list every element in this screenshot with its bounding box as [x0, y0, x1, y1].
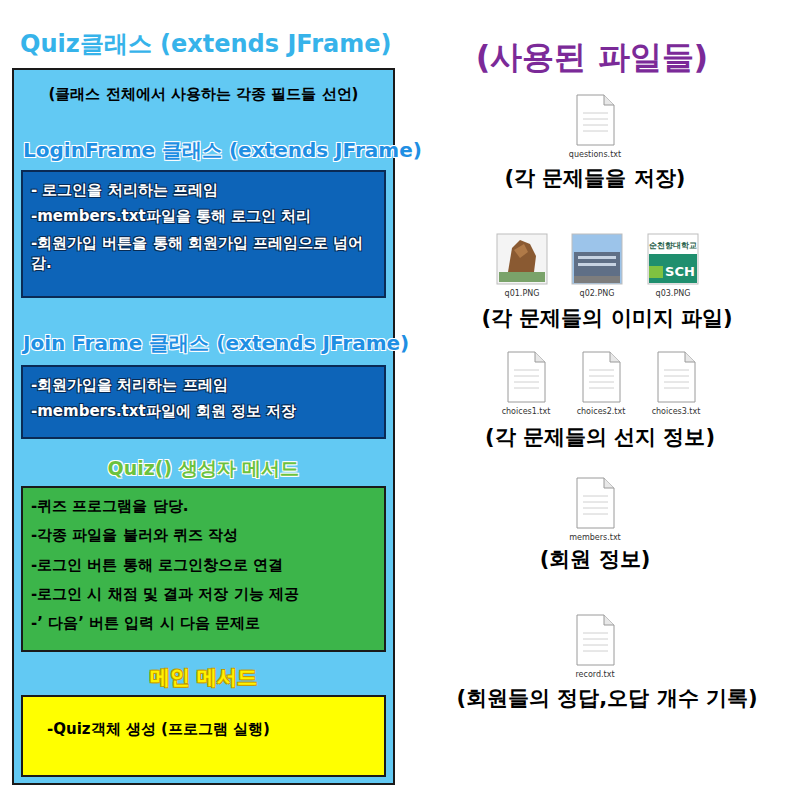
body-line: -로그인 버튼 통해 로그인창으로 연결: [31, 555, 376, 575]
txt-file-icon: [583, 352, 620, 402]
txt-file-icon: [508, 352, 545, 402]
body-line: -퀴즈 프로그램을 담당.: [31, 496, 376, 516]
image-thumb: [572, 234, 622, 284]
file-name: choices1.txt: [502, 407, 551, 416]
class-panel: Quiz클래스 (extends JFrame)(클래스 전체에서 사용하는 각…: [12, 68, 395, 785]
file-name: q02.PNG: [580, 289, 615, 298]
file-caption: (각 문제들의 선지 정보): [485, 423, 715, 451]
file-caption: (각 문제들을 저장): [505, 164, 686, 192]
body-line: -Quiz객체 생성 (프로그램 실행): [47, 719, 360, 739]
file-caption: (회원들의 정답,오답 개수 기록): [456, 684, 757, 712]
file-name: members.txt: [569, 533, 621, 542]
body-line: - 로그인을 처리하는 프레임: [31, 180, 376, 200]
section-heading: Quiz() 생성자 메서드: [23, 456, 384, 482]
txt-file-icon: [577, 478, 614, 528]
body-line: -members.txt파일을 통해 로그인 처리: [31, 206, 376, 226]
file-name: choices3.txt: [652, 407, 701, 416]
txt-file-icon: [577, 615, 614, 665]
image-thumb: [648, 234, 698, 284]
txt-file-icon: [658, 352, 695, 402]
file-caption: (각 문제들의 이미지 파일): [481, 304, 732, 332]
section-heading: Join Frame 클래스 (extends JFrame): [23, 330, 384, 357]
logo-text: SCH: [665, 264, 695, 279]
body-line: -로그인 시 채점 및 결과 저장 기능 제공: [31, 584, 376, 604]
body-line: -’ 다음’ 버튼 입력 시 다음 문제로: [31, 613, 376, 633]
section-box: Quiz() 생성자 메서드-퀴즈 프로그램을 담당.-각종 파일을 불러와 퀴…: [21, 486, 386, 652]
section-heading: 메인 메서드: [23, 664, 384, 691]
file-name: q01.PNG: [505, 289, 540, 298]
file-name: questions.txt: [569, 150, 621, 159]
body-line: -회원가입 버튼을 통해 회원가입 프레임으로 넘어감.: [31, 233, 376, 274]
section-box: 메인 메서드-Quiz객체 생성 (프로그램 실행): [21, 695, 386, 777]
body-line: -각종 파일을 불러와 퀴즈 작성: [31, 525, 376, 545]
body-line: (클래스 전체에서 사용하는 각종 필드들 선언): [20, 84, 387, 104]
file-name: q03.PNG: [656, 289, 691, 298]
section-box: LoginFrame 클래스 (extends JFrame)- 로그인을 처리…: [21, 170, 386, 298]
file-name: choices2.txt: [577, 407, 626, 416]
section-heading: LoginFrame 클래스 (extends JFrame): [23, 137, 384, 164]
panel-heading: (사용된 파일들): [476, 36, 708, 80]
body-line: -members.txt파일에 회원 정보 저장: [31, 401, 376, 421]
body-line: -회원가입을 처리하는 프레임: [31, 375, 376, 395]
image-thumb: [497, 234, 547, 284]
section-heading: Quiz클래스 (extends JFrame): [20, 28, 393, 60]
file-name: 순천향대학교: [649, 240, 697, 251]
file-caption: (회원 정보): [540, 545, 651, 573]
txt-file-icon: [577, 95, 614, 145]
file-name: record.txt: [575, 670, 614, 679]
section-box: Join Frame 클래스 (extends JFrame)-회원가입을 처리…: [21, 365, 386, 439]
